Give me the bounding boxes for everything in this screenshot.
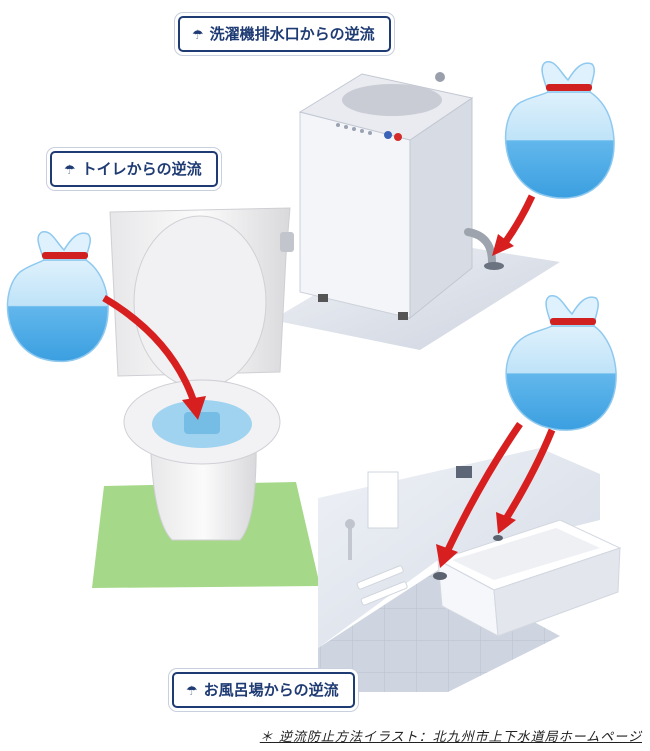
washing-machine-knob (435, 72, 445, 82)
bathtub-inner (452, 528, 600, 580)
toilet-drain (184, 412, 220, 434)
umbrella-pin-icon: ☂ (64, 163, 76, 178)
bathroom-scene (318, 295, 622, 692)
toilet-pipe (280, 232, 294, 252)
bathroom-window (367, 471, 399, 529)
washing-machine-foot-right (398, 312, 408, 320)
water-bag-washing (504, 61, 615, 199)
washing-machine-foot-left (318, 294, 328, 302)
washing-drain (484, 262, 504, 270)
bathroom-control-panel (456, 466, 472, 478)
washing-machine-scene (272, 61, 615, 350)
arrow-bathroom-tub (501, 428, 556, 524)
source-caption[interactable]: ＊ 逆流防止方法イラスト：北九州市上下水道局ホームページ (259, 730, 642, 745)
floor-drain (433, 572, 447, 580)
arrow-washing-head (492, 234, 514, 256)
arrow-washing (501, 194, 536, 247)
drain-hose (464, 228, 496, 266)
bathroom-shelves (356, 565, 408, 606)
label-washing-machine: ☂ 洗濯機排水口からの逆流 (178, 16, 391, 52)
label-bathroom-text: お風呂場からの逆流 (203, 681, 339, 699)
arrow-toilet-head (182, 396, 206, 420)
arrow-bathroom-floor-head (436, 544, 458, 568)
umbrella-pin-icon: ☂ (186, 684, 198, 699)
arrow-bathroom-floor (442, 422, 523, 556)
arrow-toilet (102, 294, 198, 404)
toilet-lid (133, 215, 267, 389)
label-toilet-text: トイレからの逆流 (81, 160, 202, 178)
label-washing-machine-text: 洗濯機排水口からの逆流 (209, 25, 375, 43)
toilet-scene (6, 207, 320, 588)
washing-machine-lid (342, 84, 442, 116)
umbrella-pin-icon: ☂ (192, 28, 204, 43)
bathtub-side (493, 547, 621, 637)
water-bag-bathroom (505, 295, 617, 431)
shower-fixture (345, 519, 355, 560)
arrow-bathroom-tub-head (496, 512, 516, 534)
label-toilet: ☂ トイレからの逆流 (50, 151, 218, 187)
washing-machine-panel (336, 123, 402, 141)
washing-machine-front (299, 111, 411, 319)
water-bag-toilet (6, 231, 109, 363)
label-bathroom: ☂ お風呂場からの逆流 (172, 672, 355, 708)
bathroom-floor (318, 570, 560, 692)
bathtub-drain (493, 535, 503, 541)
